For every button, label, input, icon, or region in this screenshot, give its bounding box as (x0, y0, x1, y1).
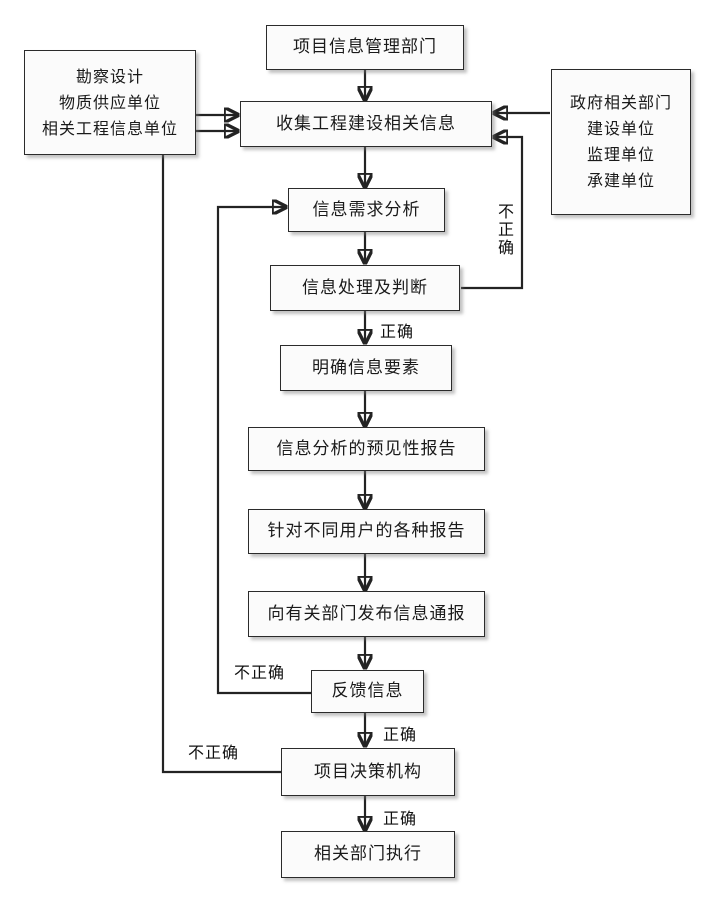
edge-label-correct-after-judge: 正确 (380, 322, 415, 341)
node-right-sources-line-1: 政府相关部门 (569, 93, 672, 112)
node-demand-analysis[interactable]: 信息需求分析 (288, 188, 445, 232)
node-publish-bulletin-label: 向有关部门发布信息通报 (267, 603, 466, 624)
node-info-mgmt-dept[interactable]: 项目信息管理部门 (266, 25, 464, 70)
node-info-mgmt-dept-label: 项目信息管理部门 (293, 37, 437, 57)
node-clarify-elements[interactable]: 明确信息要素 (280, 345, 452, 391)
node-left-sources-line-1: 勘察设计 (75, 66, 144, 86)
node-left-sources-line-3: 相关工程信息单位 (41, 118, 178, 138)
node-user-reports-label: 针对不同用户的各种报告 (267, 521, 466, 541)
node-right-sources[interactable]: 政府相关部门 建设单位 监理单位 承建单位 (551, 69, 691, 215)
node-right-sources-line-3: 监理单位 (586, 145, 655, 164)
node-predictive-report-label: 信息分析的预见性报告 (276, 438, 457, 459)
edge-label-correct-after-decision: 正确 (383, 809, 418, 828)
node-collect-info-label: 收集工程建设相关信息 (276, 113, 456, 134)
node-dept-execute[interactable]: 相关部门执行 (281, 831, 455, 878)
node-demand-analysis-label: 信息需求分析 (312, 199, 421, 220)
node-process-judge[interactable]: 信息处理及判断 (270, 265, 460, 311)
node-dept-execute-label: 相关部门执行 (314, 844, 422, 864)
node-left-sources-line-2: 物质供应单位 (58, 92, 161, 112)
node-clarify-elements-label: 明确信息要素 (312, 357, 420, 378)
node-feedback-info[interactable]: 反馈信息 (311, 670, 424, 713)
edge-label-correct-after-feedback: 正确 (383, 725, 418, 744)
node-decision-body[interactable]: 项目决策机构 (281, 748, 455, 796)
node-right-sources-line-2: 建设单位 (586, 119, 655, 138)
node-user-reports[interactable]: 针对不同用户的各种报告 (248, 509, 485, 554)
node-process-judge-label: 信息处理及判断 (302, 277, 428, 298)
edge-label-incorrect-decision: 不正确 (188, 743, 240, 762)
node-feedback-info-label: 反馈信息 (331, 681, 404, 701)
edge-label-incorrect-feedback: 不正确 (234, 663, 286, 682)
edge-label-incorrect-right: 不正确 (495, 203, 514, 257)
node-predictive-report[interactable]: 信息分析的预见性报告 (248, 427, 485, 471)
node-right-sources-line-4: 承建单位 (586, 171, 655, 190)
node-left-sources[interactable]: 勘察设计 物质供应单位 相关工程信息单位 (24, 50, 196, 155)
node-decision-body-label: 项目决策机构 (314, 761, 422, 782)
node-collect-info[interactable]: 收集工程建设相关信息 (240, 101, 492, 147)
node-publish-bulletin[interactable]: 向有关部门发布信息通报 (248, 591, 485, 637)
